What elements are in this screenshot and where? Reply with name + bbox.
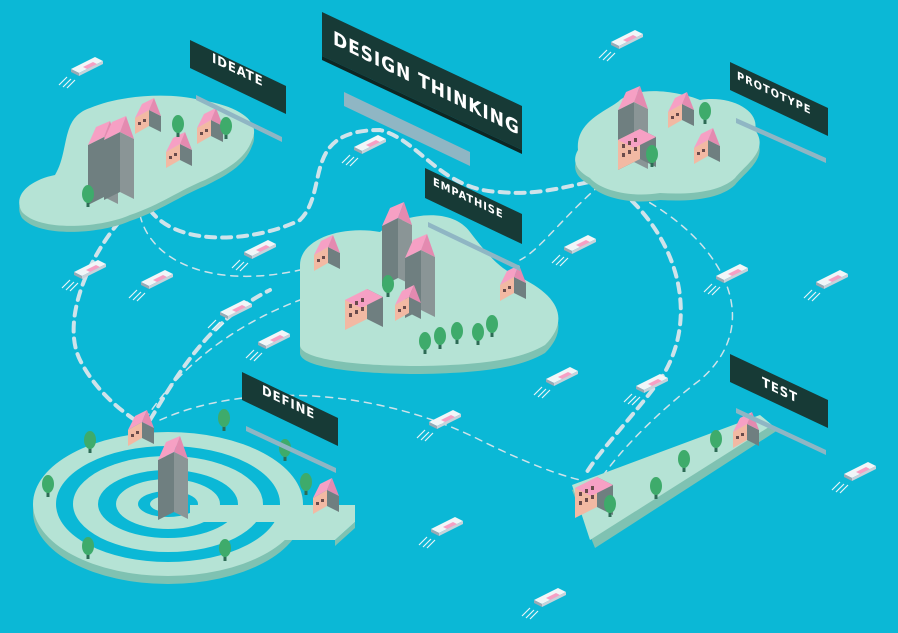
island-test[interactable] — [572, 412, 778, 548]
island-prototype[interactable] — [575, 86, 760, 202]
island-ideate[interactable] — [19, 95, 255, 232]
island-empathise[interactable] — [300, 202, 559, 374]
island-define[interactable] — [33, 409, 355, 584]
routes — [71, 127, 734, 481]
